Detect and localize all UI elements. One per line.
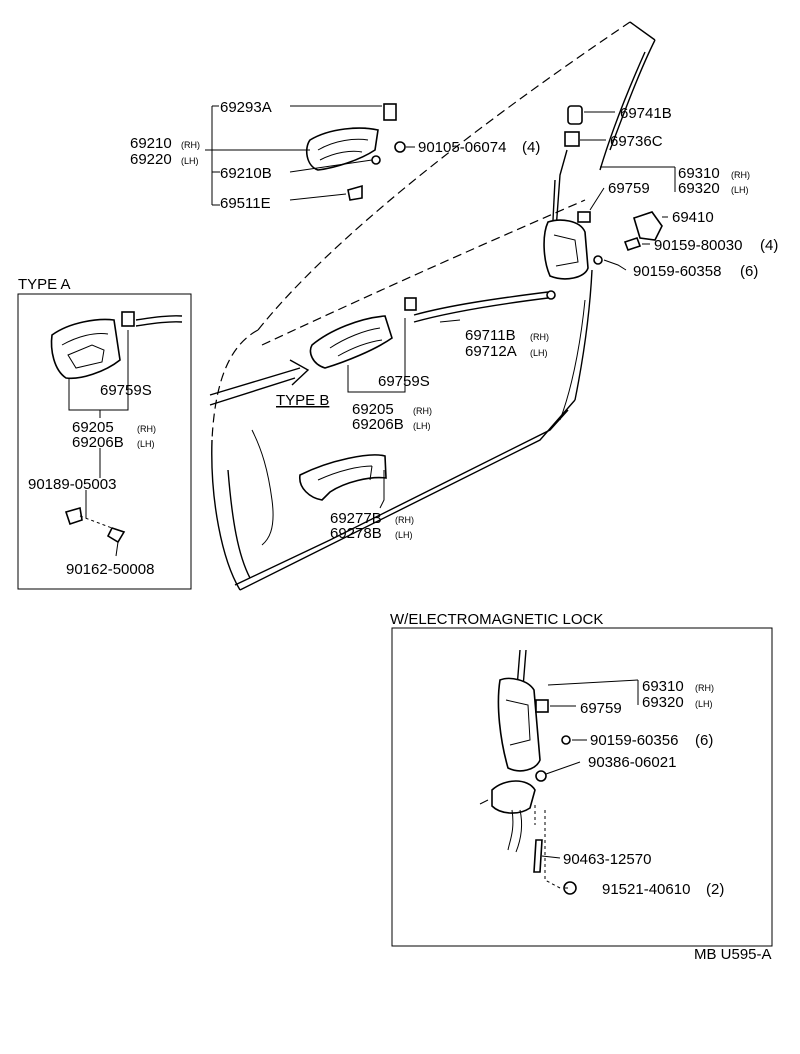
label-em-90159: 90159-60356 [590,732,678,749]
inside-handle-type-b [309,315,393,369]
label-a-90162: 90162-50008 [66,561,154,578]
label-90159-60358-qty: (6) [740,263,758,280]
label-type-b: TYPE B [276,392,329,409]
screw-69210b [371,155,381,165]
em-part-69759 [535,699,549,713]
em-door-lock [497,677,541,772]
label-69410: 69410 [672,209,714,226]
inside-handle-type-a [50,318,121,380]
label-69759s: 69759S [378,373,430,390]
label-em-69759: 69759 [580,700,622,717]
clip-69759s [404,297,417,311]
clip-type-a [121,311,135,327]
em-solenoid [491,780,536,814]
label-69511e: 69511E [220,195,271,212]
handle-assembly-top [305,103,406,201]
label-69210b: 69210B [220,165,272,182]
label-a-69205: 69205 [72,419,114,436]
em-clip-90463 [533,839,543,873]
leaders-type-b [347,318,461,393]
em-screw-91521 [563,881,577,895]
label-69736c: 69736C [610,133,663,150]
em-lock-box [391,627,773,947]
label-em-90159-qty: (6) [695,732,713,749]
part-69759-top [577,211,591,223]
leaders-armrest [379,470,385,509]
door-outline [209,21,656,591]
label-69320-lh: (LH) [731,185,749,195]
type-a-title: TYPE A [18,276,71,293]
label-69210-rh: (RH) [181,140,200,150]
label-90159-80030-qty: (4) [760,237,778,254]
label-69205-rh: (RH) [413,406,432,416]
label-69220-lh: (LH) [181,156,199,166]
label-a-69206b: 69206B [72,434,124,451]
screw-90159-80030 [623,236,642,252]
inside-handle-bezel [305,127,379,171]
label-69293a: 69293A [220,99,272,116]
label-90159-60358: 90159-60358 [633,263,721,280]
label-90159-80030: 90159-80030 [654,237,742,254]
label-a-69759s: 69759S [100,382,152,399]
leaders-lock [580,111,676,271]
label-69206b: 69206B [352,416,404,433]
label-69210: 69210 [130,135,172,152]
type-a-box [17,293,192,590]
label-a-69205-rh: (RH) [137,424,156,434]
label-a-90189: 90189-05003 [28,476,116,493]
label-69320: 69320 [678,180,720,197]
label-69278b-lh: (LH) [395,530,413,540]
label-em-90386: 90386-06021 [588,754,676,771]
label-69711b-rh: (RH) [530,332,549,342]
label-69278b: 69278B [330,525,382,542]
part-69736c [564,131,580,147]
label-em-69320-lh: (LH) [695,699,713,709]
label-69277b-rh: (RH) [395,515,414,525]
em-screw-90159 [561,735,571,745]
label-em-91521-qty: (2) [706,881,724,898]
label-em-90463: 90463-12570 [563,851,651,868]
label-em-91521: 91521-40610 [602,881,690,898]
label-a-69206b-lh: (LH) [137,439,155,449]
label-em-69320: 69320 [642,694,684,711]
label-69220: 69220 [130,151,172,168]
label-69205: 69205 [352,401,394,418]
label-69310-rh: (RH) [731,170,750,180]
handle-clip-top [383,103,397,121]
label-69711b: 69711B [465,327,516,344]
label-69206b-lh: (LH) [413,421,431,431]
rod-69711b [413,291,549,316]
em-lock-title: W/ELECTROMAGNETIC LOCK [390,611,603,628]
em-screw-90386 [535,770,547,782]
label-69712a-lh: (LH) [530,348,548,358]
label-em-69310: 69310 [642,678,684,695]
lock-assembly [543,105,663,280]
pull-handle-69277b [299,454,387,501]
screw-90105 [394,141,406,153]
label-69277b: 69277B [330,510,382,527]
part-69741b [567,105,583,125]
screw-90159-60358 [593,255,603,265]
label-90105: 90105-06074 [418,139,506,156]
door-lock-69310 [543,219,589,280]
leaders-top [205,105,415,206]
label-69712a: 69712A [465,343,517,360]
diagram-code: MB U595-A [694,946,772,963]
bracket-69511e [347,184,363,201]
handle-type-b [309,290,556,369]
label-69741b: 69741B [620,105,672,122]
leaders-em [541,679,639,859]
striker-69410 [633,211,663,241]
clip-90189 [64,506,83,526]
armrest-group [299,454,387,501]
screw-90162 [106,527,126,544]
label-69310: 69310 [678,165,720,182]
label-69759: 69759 [608,180,650,197]
label-em-69310-rh: (RH) [695,683,714,693]
label-90105-qty: (4) [522,139,540,156]
